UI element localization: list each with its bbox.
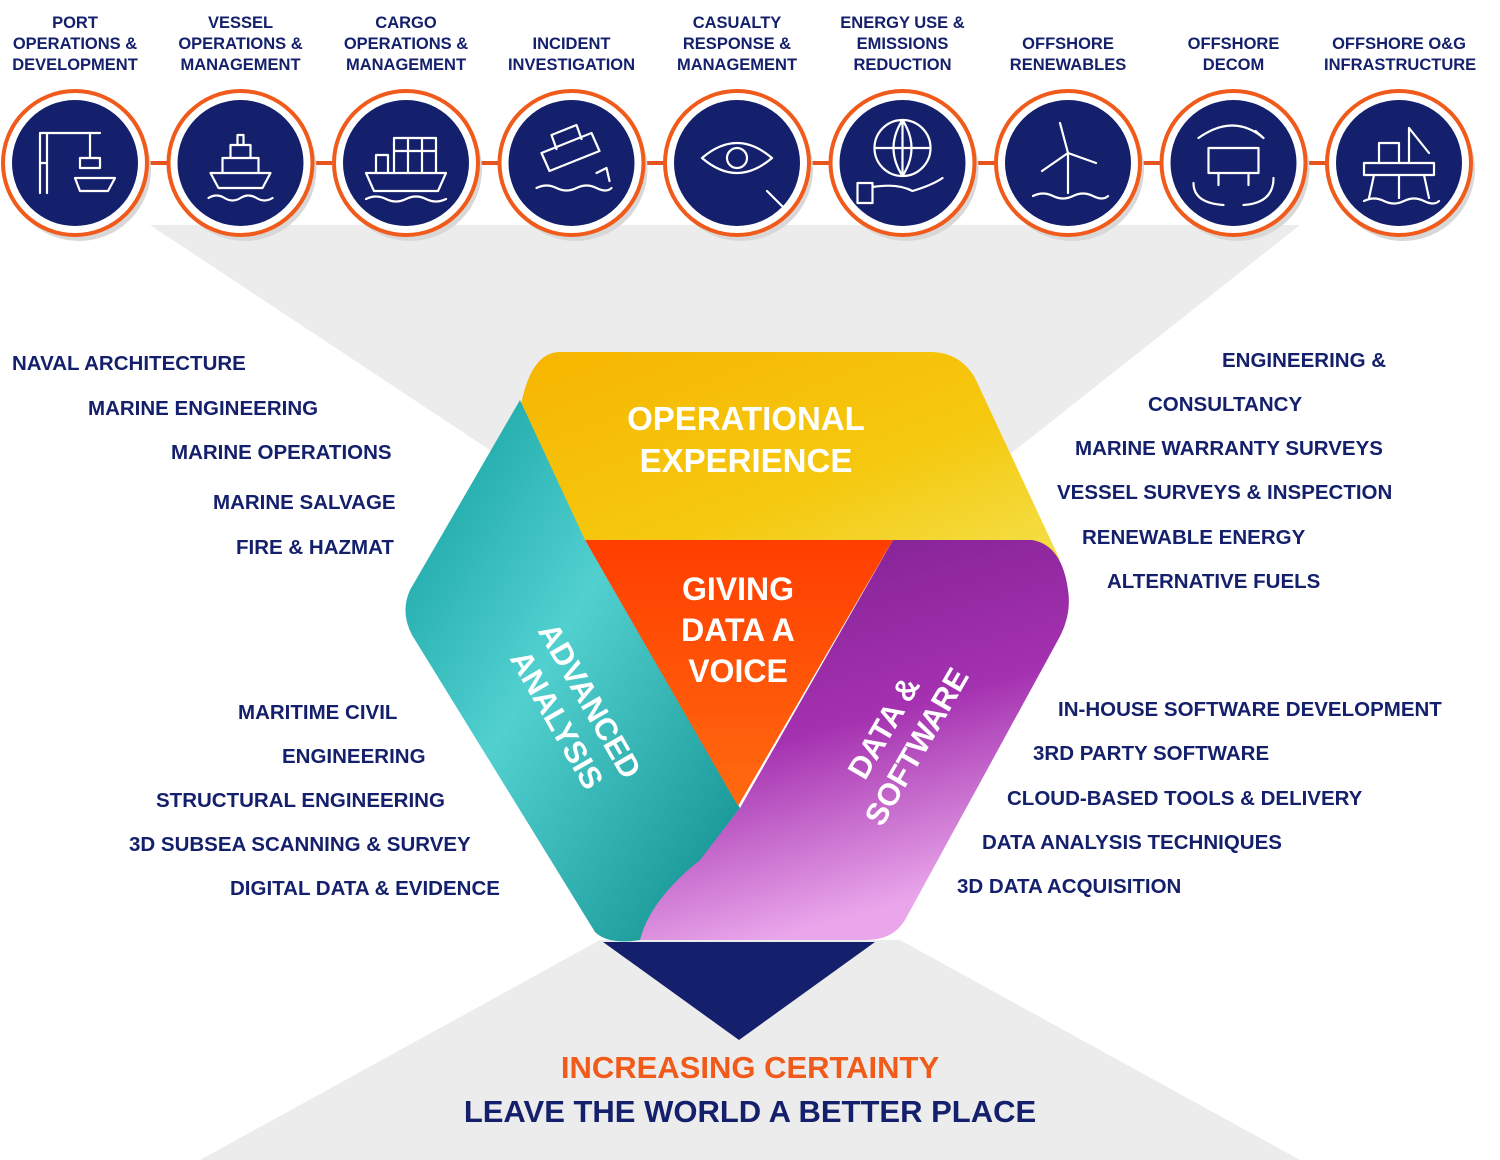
magnifier-eye-icon — [700, 141, 784, 208]
recycle-platform-icon — [1192, 124, 1275, 207]
sector-circles — [1, 89, 1475, 241]
sector-circle — [994, 89, 1144, 241]
service-vessel-surveys-inspection: VESSEL SURVEYS & INSPECTION — [1057, 481, 1393, 504]
sector-circle — [166, 89, 317, 241]
sector-circle — [663, 89, 813, 241]
sector-circle-fill — [177, 100, 304, 226]
service-3d-data-acquisition: 3D DATA ACQUISITION — [957, 875, 1182, 898]
service-3rd-party-software: 3RD PARTY SOFTWARE — [1033, 742, 1270, 765]
center-triangle — [585, 540, 893, 806]
lower-funnel-backdrop — [200, 940, 1300, 1160]
tagline-better-place: LEAVE THE WORLD A BETTER PLACE — [463, 1094, 1037, 1129]
service-in-house-software: IN-HOUSE SOFTWARE DEVELOPMENT — [1058, 698, 1442, 721]
advanced-analysis-band — [405, 400, 740, 942]
service-marine-engineering: MARINE ENGINEERING — [88, 397, 319, 420]
service-engineering: ENGINEERING — [282, 745, 426, 768]
service-alternative-fuels: ALTERNATIVE FUELS — [1107, 570, 1321, 593]
service-3d-subsea-scanning: 3D SUBSEA SCANNING & SURVEY — [129, 833, 471, 856]
service-maritime-civil: MARITIME CIVIL — [238, 701, 398, 724]
crane-ship-icon — [38, 131, 117, 195]
upper-funnel-backdrop — [150, 225, 1300, 470]
sector-circle — [497, 89, 648, 241]
sector-circle — [1325, 89, 1475, 241]
sector-label: ENERGY USE & EMISSIONS REDUCTION — [840, 14, 965, 74]
sector-label: CASUALTY RESPONSE & MANAGEMENT — [676, 14, 798, 74]
service-data-analysis-techniques: DATA ANALYSIS TECHNIQUES — [982, 831, 1282, 854]
ship-icon — [207, 133, 274, 202]
globe-hand-icon — [856, 118, 944, 205]
service-cloud-based-tools: CLOUD-BASED TOOLS & DELIVERY — [1007, 787, 1363, 810]
service-fire-hazmat: FIRE & HAZMAT — [236, 536, 394, 559]
down-arrow-shape — [603, 942, 875, 1040]
data-software-band — [640, 540, 1069, 940]
sector-circle-fill — [343, 100, 469, 226]
sector-label: VESSEL OPERATIONS & MANAGEMENT — [178, 14, 303, 74]
sector-label: OFFSHORE O&G INFRASTRUCTURE — [1324, 35, 1477, 74]
tagline-increasing-certainty: INCREASING CERTAINTY — [560, 1050, 940, 1085]
sector-label: PORT OPERATIONS & DEVELOPMENT — [12, 14, 138, 74]
sector-circle-fill — [674, 100, 800, 226]
sector-label: OFFSHORE DECOM — [1187, 35, 1280, 74]
sector-circle — [1159, 89, 1310, 241]
sector-circle — [1, 89, 151, 241]
service-naval-architecture: NAVAL ARCHITECTURE — [12, 352, 246, 375]
sector-circle — [332, 89, 482, 241]
cargo-ship-icon — [364, 136, 448, 203]
service-marine-warranty-surveys: MARINE WARRANTY SURVEYS — [1075, 437, 1383, 460]
oil-platform-icon — [1362, 126, 1441, 205]
service-renewable-energy: RENEWABLE ENERGY — [1082, 526, 1306, 549]
sector-label: INCIDENT INVESTIGATION — [507, 35, 636, 74]
service-consultancy: CONSULTANCY — [1148, 393, 1303, 416]
sector-label: CARGO OPERATIONS & MANAGEMENT — [343, 14, 469, 74]
wind-turbine-icon — [1031, 121, 1110, 200]
service-engineering-and: ENGINEERING & — [1222, 349, 1387, 372]
sector-circle-fill — [12, 100, 138, 226]
service-digital-data-evidence: DIGITAL DATA & EVIDENCE — [230, 877, 500, 900]
sector-circle — [828, 89, 979, 241]
service-structural-engineering: STRUCTURAL ENGINEERING — [156, 789, 445, 812]
operational-experience-band — [520, 352, 1060, 560]
sinking-ship-icon — [535, 123, 613, 192]
sector-circle-fill — [1170, 100, 1297, 226]
service-marine-operations: MARINE OPERATIONS — [171, 441, 392, 464]
sector-label: OFFSHORE RENEWABLES — [1009, 35, 1127, 74]
hub-diagram — [405, 352, 1069, 942]
service-marine-salvage: MARINE SALVAGE — [213, 491, 396, 514]
